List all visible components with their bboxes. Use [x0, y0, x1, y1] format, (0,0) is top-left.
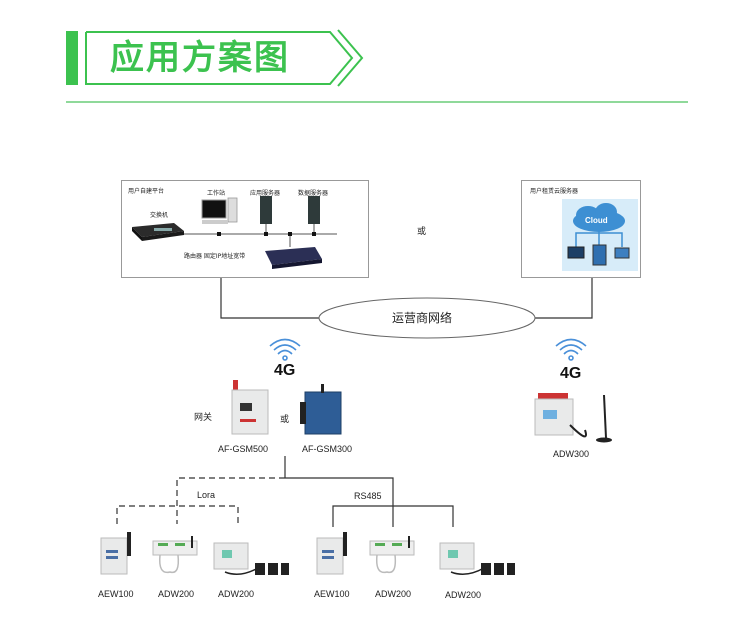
page-title: 应用方案图 — [110, 38, 290, 78]
app-server-icon — [260, 196, 272, 224]
or-label-top: 或 — [417, 227, 427, 237]
tablet-icon — [592, 244, 607, 266]
title-accent-bar — [66, 31, 78, 85]
4g-label-right: 4G — [560, 365, 582, 382]
gateway-label: 网关 — [194, 413, 213, 423]
switch-label: 交换机 — [150, 212, 169, 219]
cloud-platform-title: 用户租赁云服务器 — [530, 188, 579, 195]
wifi-icon-right — [555, 338, 587, 361]
bus-node — [217, 232, 221, 236]
app-server-label: 应用服务器 — [250, 190, 281, 197]
line-lora-trunk — [176, 477, 285, 524]
cloud-text: Cloud — [585, 216, 608, 225]
adw200-ct-device-icon — [213, 542, 289, 575]
4g-label-left: 4G — [274, 362, 296, 379]
line-rs485-bus — [332, 505, 454, 527]
adw200-device-icon — [152, 536, 198, 574]
router-icon — [265, 247, 322, 269]
cloud-icon — [573, 203, 625, 232]
network-label: 运营商网络 — [392, 311, 453, 325]
network-ellipse — [318, 297, 536, 339]
cloud-platform-box: 用户租赁云服务器 Cloud — [521, 180, 641, 278]
rs485-device-label: ADW200 — [375, 589, 412, 599]
rs485-device-label: AEW100 — [314, 589, 350, 599]
lora-device-label: ADW200 — [218, 589, 255, 599]
lora-bus-label: Lora — [197, 490, 216, 500]
device-af-gsm500-label: AF-GSM500 — [218, 444, 269, 454]
cloud-diagram — [562, 199, 638, 271]
platform-title: 用户自建平台 — [128, 188, 165, 195]
aew100-device-icon — [100, 532, 131, 575]
bus-node — [288, 232, 292, 236]
wifi-icon-left — [269, 338, 301, 361]
workstation-icon — [201, 197, 238, 224]
adw200-device-icon — [369, 536, 415, 574]
bus-node — [312, 232, 316, 236]
laptop-icon — [614, 247, 630, 259]
data-server-label: 数据服务器 — [298, 190, 329, 197]
adw200-ct-device-icon — [439, 542, 515, 575]
adw300-device-icon — [534, 393, 612, 443]
bus-node — [264, 232, 268, 236]
af-gsm300-device-icon — [300, 384, 342, 435]
rs485-bus-label: RS485 — [354, 491, 382, 501]
header-divider — [66, 101, 688, 103]
gateway-or-label: 或 — [280, 415, 290, 425]
router-label: 路由器 固定IP地址宽带 — [184, 253, 246, 260]
data-server-icon — [308, 196, 320, 224]
switch-icon — [132, 223, 184, 241]
line-rs485-trunk — [285, 477, 394, 527]
lora-device-label: AEW100 — [98, 589, 134, 599]
line-platform-network — [220, 277, 320, 319]
desktop-icon — [567, 246, 585, 259]
line-cloud-network — [534, 277, 593, 319]
af-gsm500-device-icon — [231, 380, 269, 435]
device-adw300-label: ADW300 — [553, 449, 590, 459]
platform-network-diagram — [132, 196, 337, 269]
lora-device-label: ADW200 — [158, 589, 195, 599]
aew100-device-icon — [316, 532, 347, 575]
rs485-device-label: ADW200 — [445, 590, 482, 600]
workstation-label: 工作站 — [207, 190, 226, 197]
device-af-gsm300-label: AF-GSM300 — [302, 444, 353, 454]
user-platform-box: 用户自建平台 交换机 工作站 应用服务器 数据服务器 路由器 固定IP地址宽带 — [121, 180, 369, 278]
